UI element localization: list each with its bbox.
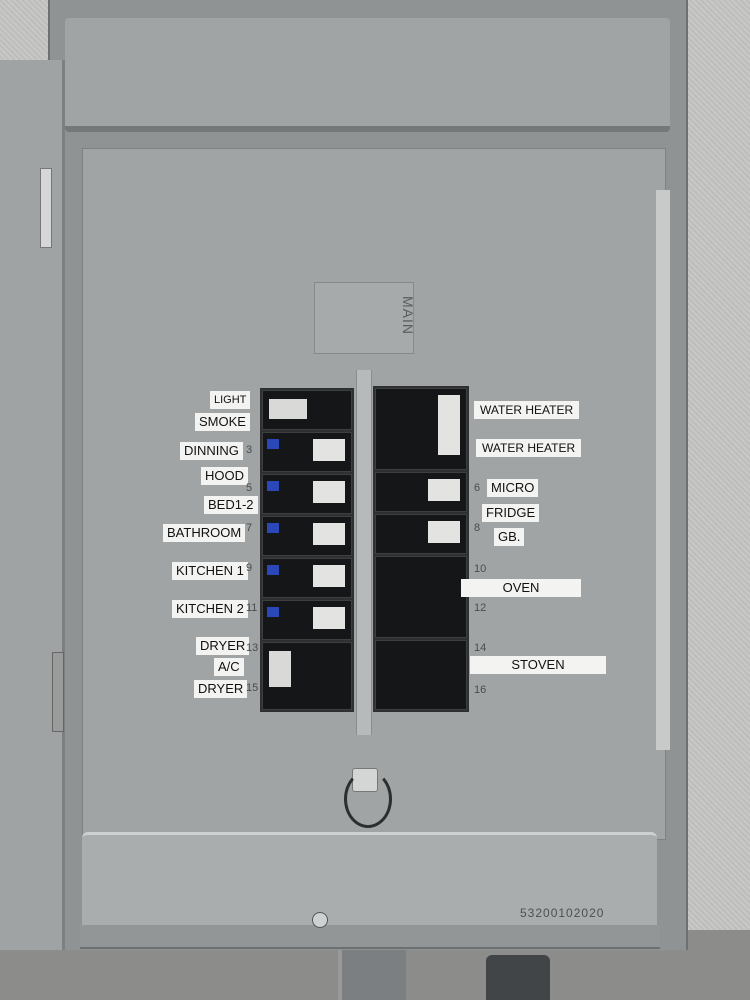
circuit-label: DINNING xyxy=(180,442,243,460)
breaker[interactable] xyxy=(262,474,352,514)
slot-number: 3 xyxy=(246,444,253,456)
serial-number: 53200102020 xyxy=(520,906,605,920)
slot-number: 16 xyxy=(474,684,487,696)
slot-number: 14 xyxy=(474,642,487,654)
slot-number: 8 xyxy=(474,522,481,534)
breaker[interactable] xyxy=(375,514,467,554)
breaker[interactable] xyxy=(375,388,467,470)
conduit-pipe xyxy=(486,955,550,1000)
right-breaker-bank xyxy=(373,386,469,712)
left-breaker-bank xyxy=(260,388,354,712)
breaker[interactable] xyxy=(375,640,467,710)
breaker[interactable] xyxy=(262,390,352,430)
slot-number: 5 xyxy=(246,482,253,494)
door-hinge xyxy=(40,168,52,248)
circuit-label: DRYER xyxy=(196,637,250,655)
breaker[interactable] xyxy=(262,516,352,556)
circuit-label: SMOKE xyxy=(195,413,250,431)
main-knockout xyxy=(314,282,414,354)
breaker[interactable] xyxy=(262,432,352,472)
slot-number: 7 xyxy=(246,522,253,534)
main-text: MAIN xyxy=(400,296,416,335)
circuit-label: BED1-2 xyxy=(204,496,258,514)
circuit-label: WATER HEATER xyxy=(476,439,582,457)
circuit-label: FRIDGE xyxy=(482,504,540,522)
slot-number: 13 xyxy=(246,642,259,654)
circuit-label: WATER HEATER xyxy=(474,401,580,419)
lock-ring[interactable] xyxy=(344,770,392,828)
breaker[interactable] xyxy=(375,472,467,512)
slot-number: 10 xyxy=(474,563,487,575)
circuit-label: BATHROOM xyxy=(163,524,246,542)
circuit-label: KITCHEN 2 xyxy=(172,600,248,618)
top-flange xyxy=(65,18,670,132)
slot-number: 15 xyxy=(246,682,259,694)
breaker[interactable] xyxy=(375,556,467,638)
slot-number: 9 xyxy=(246,562,253,574)
conduit-pipe xyxy=(338,950,406,1000)
circuit-label: GB. xyxy=(494,528,525,546)
circuit-label: MICRO xyxy=(487,479,539,497)
breaker[interactable] xyxy=(262,600,352,640)
circuit-label: DRYER xyxy=(194,680,248,698)
panel-door[interactable] xyxy=(0,60,65,950)
slot-number: 11 xyxy=(246,602,258,614)
breaker[interactable] xyxy=(262,642,352,710)
slot-number: 6 xyxy=(474,482,481,494)
circuit-label: OVEN xyxy=(461,579,581,597)
center-divider xyxy=(356,370,372,735)
door-latch xyxy=(52,652,64,732)
circuit-label: A/C xyxy=(214,658,244,676)
slot-number: 12 xyxy=(474,602,487,614)
circuit-label: STOVEN xyxy=(470,656,606,674)
breaker[interactable] xyxy=(262,558,352,598)
bottom-lip xyxy=(80,925,660,949)
cover-edge xyxy=(656,190,670,750)
circuit-label: KITCHEN 1 xyxy=(172,562,248,580)
cover-screw xyxy=(312,912,328,928)
bottom-flange xyxy=(82,832,657,933)
circuit-label: LIGHT xyxy=(210,391,251,409)
circuit-label: HOOD xyxy=(201,467,248,485)
